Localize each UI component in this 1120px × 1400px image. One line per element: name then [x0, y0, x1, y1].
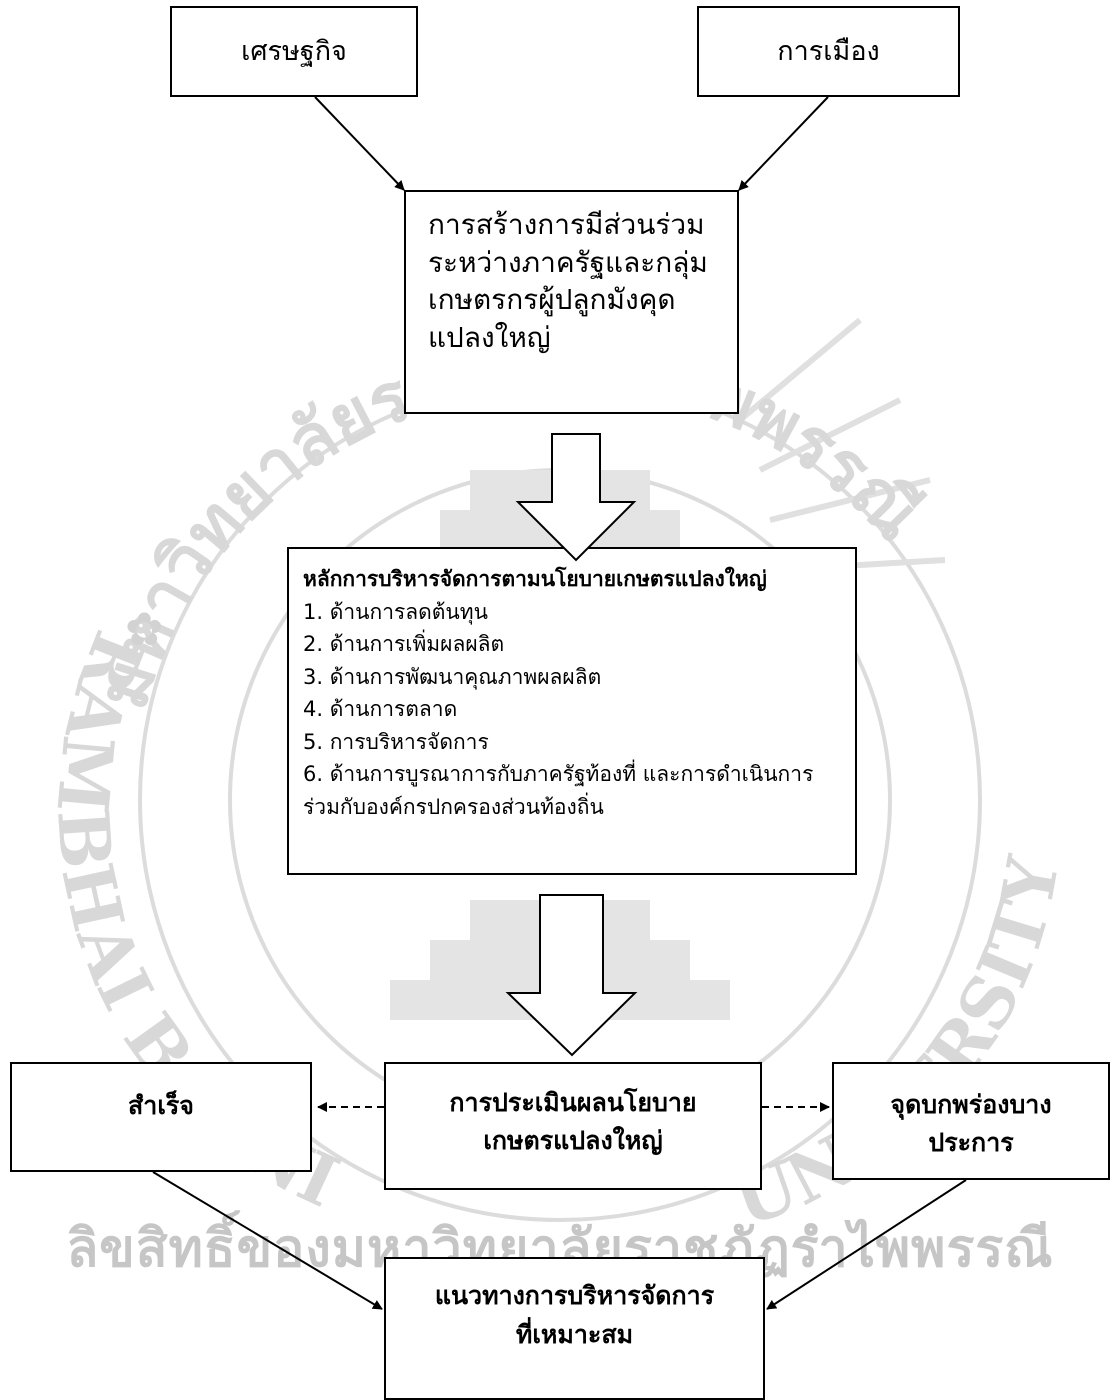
principles-box: หลักการบริหารจัดการตามนโยบายเกษตรแปลงใหญ… — [287, 547, 857, 875]
watermark-arc-right-text: UNIVERSITY — [723, 850, 1075, 1243]
participation-line-2: ระหว่างภาครัฐและกลุ่ม — [428, 245, 708, 279]
principles-list: 1. ด้านการลดต้นทุน 2. ด้านการเพิ่มผลผลิต… — [303, 596, 843, 824]
weakness-line-2: ประการ — [928, 1127, 1014, 1157]
success-label: สำเร็จ — [128, 1091, 194, 1120]
politics-label: การเมือง — [777, 35, 880, 67]
evaluation-box: การประเมินผลนโยบาย เกษตรแปลงใหญ่ — [384, 1062, 762, 1190]
participation-box: การสร้างการมีส่วนร่วม ระหว่างภาครัฐและกล… — [404, 190, 739, 414]
arrow-economy-to-participation — [314, 96, 405, 191]
participation-line-4: แปลงใหญ่ — [428, 320, 551, 354]
economy-box: เศรษฐกิจ — [170, 6, 418, 97]
arrow-politics-to-participation — [738, 96, 829, 191]
hollow-arrow-principles-to-evaluation — [505, 894, 638, 1057]
hollow-arrow-participation-to-principles — [515, 433, 637, 562]
guideline-box: แนวทางการบริหารจัดการ ที่เหมาะสม — [384, 1257, 765, 1400]
participation-line-3: เกษตรกรผู้ปลูกมังคุด — [428, 283, 676, 317]
principles-item-2: 2. ด้านการเพิ่มผลผลิต — [303, 632, 505, 657]
weakness-line-1: จุดบกพร่องบาง — [890, 1090, 1052, 1119]
principles-heading: หลักการบริหารจัดการตามนโยบายเกษตรแปลงใหญ… — [303, 567, 767, 591]
guideline-line-1: แนวทางการบริหารจัดการ — [434, 1281, 715, 1310]
principles-item-3: 3. ด้านการพัฒนาคุณภาพผลผลิต — [303, 664, 602, 689]
weakness-box: จุดบกพร่องบาง ประการ — [832, 1062, 1110, 1180]
economy-label: เศรษฐกิจ — [241, 35, 347, 67]
principles-item-4: 4. ด้านการตลาด — [303, 697, 458, 722]
participation-line-1: การสร้างการมีส่วนร่วม — [428, 208, 705, 241]
principles-item-5: 5. การบริหารจัดการ — [303, 729, 489, 754]
principles-item-6: 6. ด้านการบูรณาการกับภาครัฐท้องที่ และกา… — [303, 762, 814, 819]
watermark-flower-icon: ✿ — [125, 602, 164, 656]
principles-item-1: 1. ด้านการลดต้นทุน — [303, 599, 488, 624]
politics-box: การเมือง — [697, 6, 960, 97]
success-box: สำเร็จ — [10, 1062, 312, 1172]
evaluation-line-2: เกษตรแปลงใหญ่ — [483, 1125, 663, 1155]
guideline-line-2: ที่เหมาะสม — [515, 1319, 634, 1349]
evaluation-line-1: การประเมินผลนโยบาย — [449, 1088, 697, 1117]
